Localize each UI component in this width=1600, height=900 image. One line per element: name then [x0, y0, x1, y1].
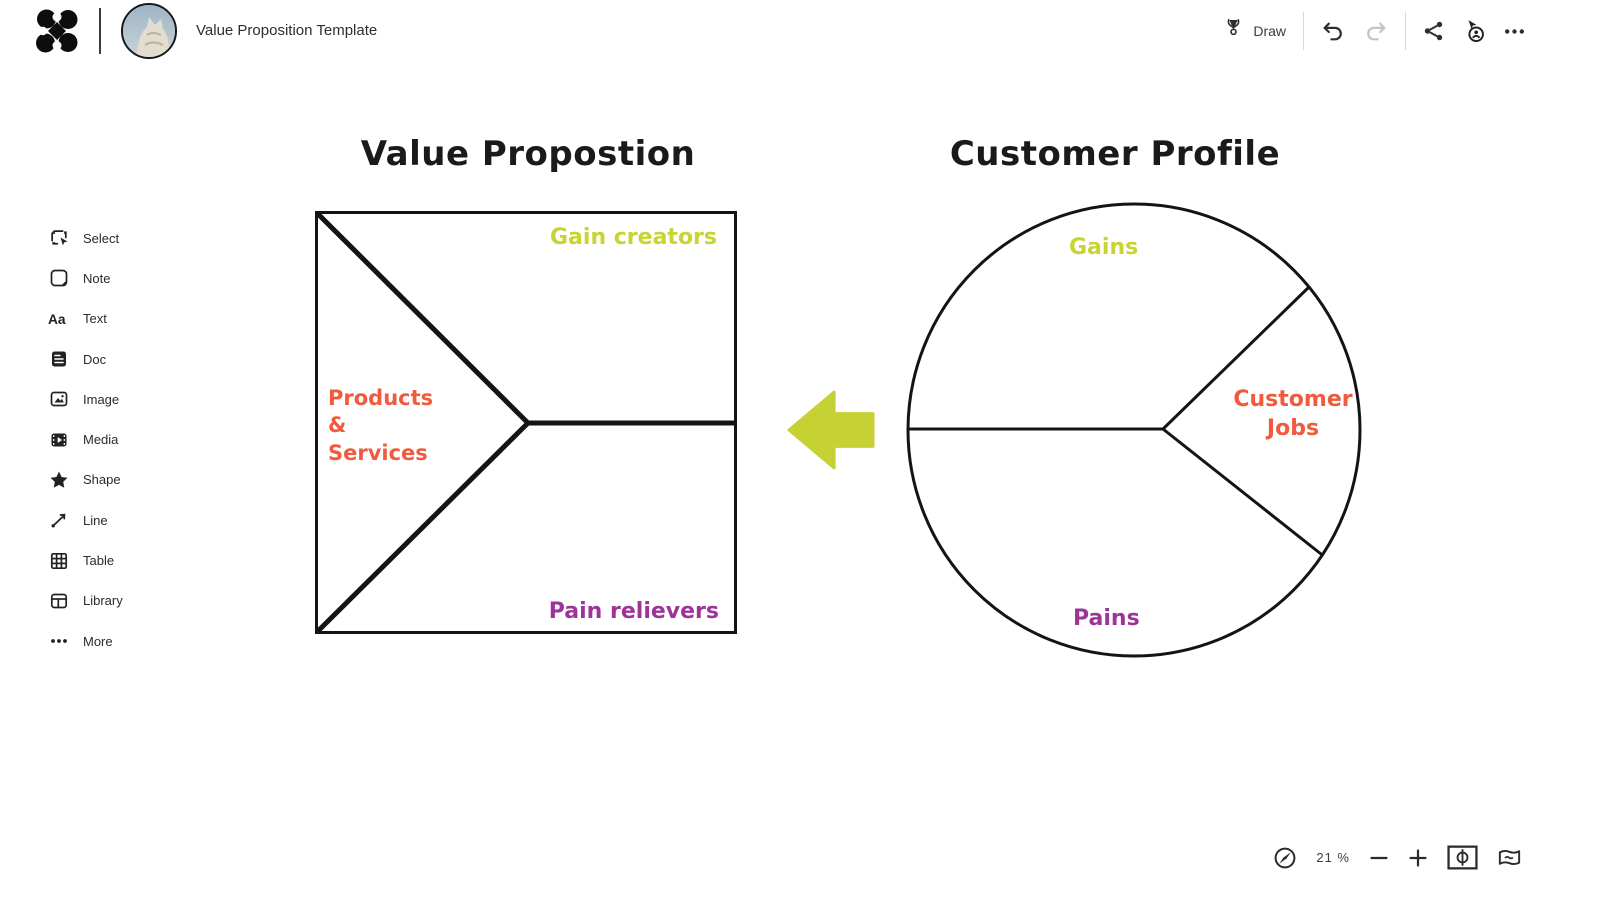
- zoom-controls: 21 %: [1273, 845, 1522, 870]
- value-proposition-shape: [313, 209, 739, 636]
- doc-icon: [48, 348, 70, 370]
- draw-button[interactable]: Draw: [1222, 17, 1286, 45]
- top-bar: Value Proposition Template Draw: [0, 0, 1600, 62]
- sidebar-label: Shape: [83, 472, 121, 488]
- toolbar-divider: [1303, 12, 1304, 50]
- sidebar-item-media[interactable]: Media: [48, 419, 123, 459]
- line-icon: [48, 509, 70, 531]
- customer-profile-diagram[interactable]: Gains Customer Jobs Pains: [905, 202, 1363, 659]
- sidebar-item-more[interactable]: More: [48, 621, 123, 661]
- board-title[interactable]: Value Proposition Template: [196, 22, 378, 39]
- collaborator-cursor-icon[interactable]: [1462, 19, 1486, 43]
- gains-label[interactable]: Gains: [1069, 235, 1139, 260]
- sidebar-item-line[interactable]: Line: [48, 500, 123, 540]
- redo-button[interactable]: [1363, 19, 1388, 44]
- sidebar-label: Table: [83, 553, 115, 569]
- select-icon: [48, 227, 70, 249]
- compass-icon[interactable]: [1273, 846, 1297, 870]
- sidebar-label: Line: [83, 512, 108, 528]
- note-icon: [48, 267, 70, 289]
- header-divider: [99, 8, 101, 54]
- sidebar-label: More: [83, 633, 113, 649]
- sidebar-item-table[interactable]: Table: [48, 540, 123, 580]
- value-proposition-title[interactable]: Value Propostion: [360, 134, 696, 174]
- sidebar-label: Media: [83, 432, 119, 448]
- text-icon: Aa: [48, 308, 70, 330]
- media-icon: [48, 429, 70, 451]
- table-icon: [48, 550, 70, 572]
- zoom-out-button[interactable]: [1369, 848, 1389, 868]
- image-icon: [48, 388, 70, 410]
- sidebar-label: Image: [83, 391, 120, 407]
- share-icon[interactable]: [1423, 20, 1445, 42]
- user-avatar[interactable]: [121, 3, 177, 59]
- sidebar-item-image[interactable]: Image: [48, 379, 123, 419]
- sidebar-label: Text: [83, 311, 107, 327]
- sidebar-label: Doc: [83, 351, 107, 367]
- tool-sidebar: Select Note Aa Text: [48, 218, 123, 661]
- sidebar-item-shape[interactable]: Shape: [48, 460, 123, 500]
- sidebar-label: Library: [83, 593, 123, 609]
- value-proposition-diagram[interactable]: Gain creators Products & Services Pain r…: [313, 209, 739, 636]
- left-arrow-shape[interactable]: [787, 390, 875, 470]
- minimap-icon[interactable]: [1497, 846, 1522, 869]
- sidebar-item-note[interactable]: Note: [48, 258, 123, 298]
- sidebar-label: Select: [83, 230, 120, 246]
- zoom-to-fit-button[interactable]: [1447, 845, 1478, 870]
- zoom-in-button[interactable]: [1408, 848, 1428, 868]
- customer-profile-title[interactable]: Customer Profile: [949, 134, 1281, 174]
- pain-relievers-label[interactable]: Pain relievers: [548, 599, 719, 624]
- app-logo-icon[interactable]: [33, 7, 81, 55]
- more-options-icon[interactable]: [1503, 20, 1526, 43]
- sidebar-item-doc[interactable]: Doc: [48, 339, 123, 379]
- pen-nib-icon: [1222, 17, 1245, 45]
- sidebar-label: Note: [83, 270, 111, 286]
- toolbar-divider: [1405, 12, 1406, 50]
- customer-profile-shape: [906, 202, 1362, 658]
- zoom-level: 21 %: [1316, 850, 1350, 865]
- sidebar-item-library[interactable]: Library: [48, 581, 123, 621]
- more-icon: [48, 630, 70, 652]
- sidebar-item-select[interactable]: Select: [48, 218, 123, 258]
- gain-creators-label[interactable]: Gain creators: [550, 225, 717, 250]
- sidebar-item-text[interactable]: Aa Text: [48, 299, 123, 339]
- undo-button[interactable]: [1321, 19, 1346, 44]
- header-toolbar: Draw: [1222, 0, 1526, 62]
- shape-icon: [48, 469, 70, 491]
- svg-text:Aa: Aa: [48, 312, 66, 327]
- draw-label: Draw: [1253, 23, 1286, 39]
- pains-label[interactable]: Pains: [1073, 606, 1140, 631]
- products-services-label[interactable]: Products & Services: [328, 386, 434, 465]
- customer-jobs-label[interactable]: Customer Jobs: [1233, 387, 1353, 441]
- library-icon: [48, 590, 70, 612]
